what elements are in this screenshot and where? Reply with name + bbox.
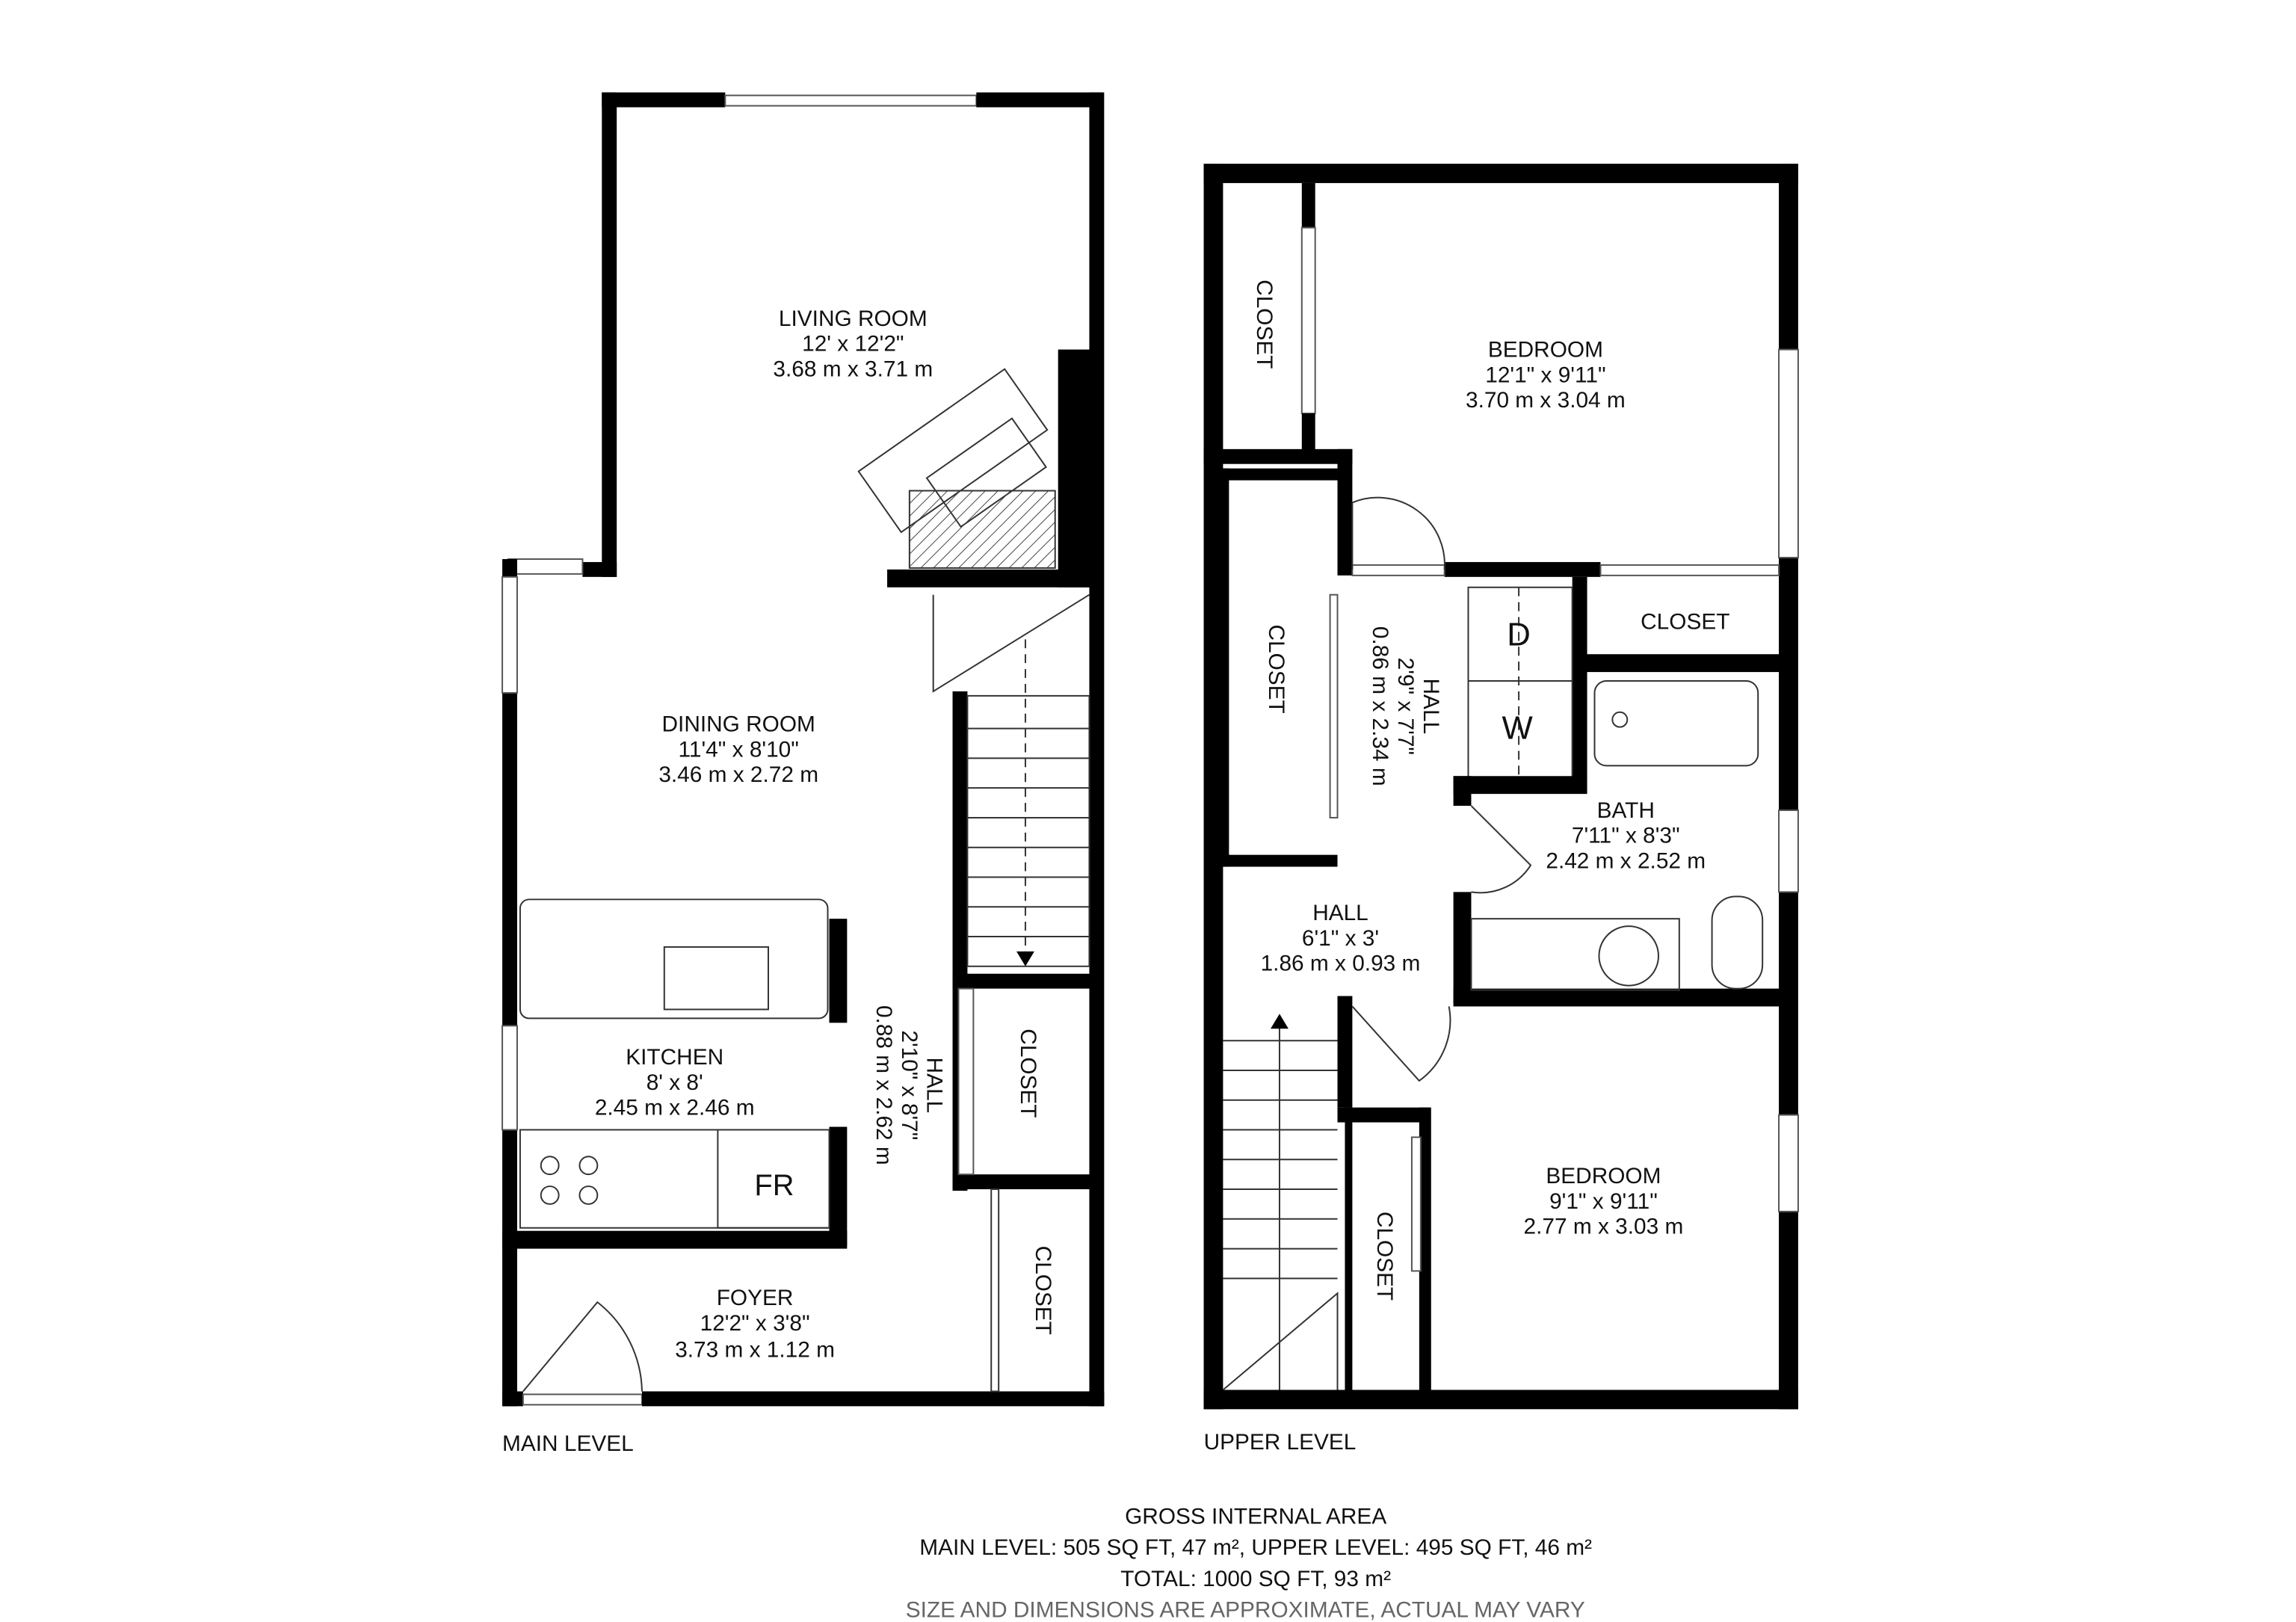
upper-hall-imperial: 2'9" x 7'7" xyxy=(1393,658,1418,755)
bedroom2-metric: 2.77 m x 3.03 m xyxy=(1524,1215,1684,1239)
dryer-label: D xyxy=(1507,616,1531,653)
kitchen-imperial: 8' x 8' xyxy=(646,1070,703,1095)
kitchen-name: KITCHEN xyxy=(626,1045,723,1070)
foyer-metric: 3.73 m x 1.12 m xyxy=(675,1338,835,1363)
upper-level-plan xyxy=(1203,164,1799,1410)
bath-imperial: 7'11" x 8'3" xyxy=(1572,824,1680,848)
bedroom2-name: BEDROOM xyxy=(1546,1164,1661,1188)
disclaimer: SIZE AND DIMENSIONS ARE APPROXIMATE, ACT… xyxy=(906,1598,1585,1622)
washer-label: W xyxy=(1502,710,1533,747)
dining-room-metric: 3.46 m x 2.72 m xyxy=(658,762,818,787)
bath-name: BATH xyxy=(1597,798,1655,823)
dining-room-name: DINING ROOM xyxy=(662,712,815,737)
main-level-plan xyxy=(502,92,1105,1407)
upper-stairs xyxy=(1222,1014,1339,1391)
living-room-name: LIVING ROOM xyxy=(779,306,928,331)
upper-closet-top-left: CLOSET xyxy=(1252,280,1277,369)
living-room-imperial: 12' x 12'2" xyxy=(802,332,904,357)
foyer-imperial: 12'2" x 3'8" xyxy=(700,1311,810,1336)
lower-hall-metric: 1.86 m x 0.93 m xyxy=(1261,952,1421,976)
main-hall-name: HALL xyxy=(922,1058,947,1114)
upper-closet-right: CLOSET xyxy=(1641,609,1729,634)
main-level-label: MAIN LEVEL xyxy=(502,1431,634,1456)
living-room-metric: 3.68 m x 3.71 m xyxy=(773,357,933,381)
bedroom1-metric: 3.70 m x 3.04 m xyxy=(1466,388,1626,413)
upper-closet-hall: CLOSET xyxy=(1264,624,1289,713)
foyer-name: FOYER xyxy=(717,1286,794,1310)
gross-area-title: GROSS INTERNAL AREA xyxy=(1125,1504,1386,1529)
gross-area-levels: MAIN LEVEL: 505 SQ FT, 47 m², UPPER LEVE… xyxy=(919,1535,1592,1560)
bath-metric: 2.42 m x 2.52 m xyxy=(1546,849,1706,874)
upper-hall-name: HALL xyxy=(1419,679,1443,735)
bedroom1-imperial: 12'1" x 9'11" xyxy=(1485,363,1605,387)
lower-hall-imperial: 6'1" x 3' xyxy=(1302,926,1379,951)
main-hall-imperial: 2'10" x 8'7" xyxy=(897,1030,922,1140)
bedroom1-name: BEDROOM xyxy=(1488,338,1603,363)
upper-hall-metric: 0.86 m x 2.34 m xyxy=(1368,626,1392,786)
upper-closet-bottom: CLOSET xyxy=(1372,1212,1397,1301)
main-hall-metric: 0.88 m x 2.62 m xyxy=(871,1005,896,1165)
gross-area-total: TOTAL: 1000 SQ FT, 93 m² xyxy=(1120,1567,1391,1591)
main-stairs xyxy=(932,593,1090,967)
main-closet-2: CLOSET xyxy=(1031,1246,1055,1335)
dining-room-imperial: 11'4" x 8'10" xyxy=(679,737,799,762)
fridge-label: FR xyxy=(754,1169,794,1202)
bedroom2-imperial: 9'1" x 9'11" xyxy=(1549,1189,1658,1214)
main-closet-1: CLOSET xyxy=(1016,1029,1040,1117)
upper-level-label: UPPER LEVEL xyxy=(1204,1430,1357,1455)
kitchen-metric: 2.45 m x 2.46 m xyxy=(595,1096,755,1120)
lower-hall-name: HALL xyxy=(1312,901,1368,925)
